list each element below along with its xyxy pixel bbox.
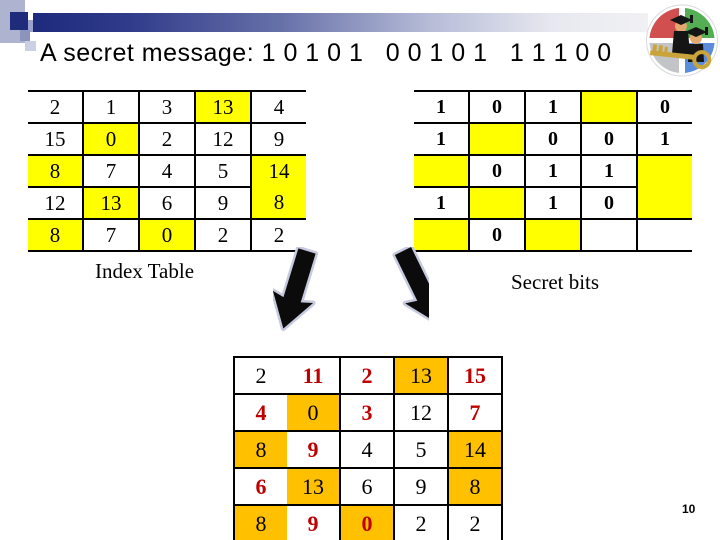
table-cell: 2 [250, 218, 306, 252]
table-cell: 0 [524, 122, 582, 156]
table-cell: 6 [233, 467, 287, 506]
table-cell: 0 [468, 154, 526, 188]
table-cell: 11 [287, 356, 341, 395]
down-right-arrow-icon [273, 247, 319, 331]
table-cell [636, 187, 692, 220]
table-cell: 9 [194, 186, 252, 220]
table-cell: 5 [194, 154, 252, 188]
table-cell: 7 [82, 218, 140, 252]
table-cell: 2 [339, 356, 395, 395]
table-cell [636, 218, 692, 252]
table-cell: 0 [580, 122, 638, 156]
table-cell: 0 [468, 218, 526, 252]
table-cell: 4 [138, 154, 196, 188]
table-cell: 9 [287, 430, 341, 469]
table-cell: 9 [393, 467, 449, 506]
key-icon [649, 44, 712, 70]
table-cell: 12 [28, 186, 84, 220]
table-cell: 0 [636, 90, 692, 124]
table-cell: 1 [524, 154, 582, 188]
table-cell: 4 [339, 430, 395, 469]
table-cell: 13 [393, 356, 449, 395]
table-cell: 2 [393, 504, 449, 540]
table-cell: 0 [339, 504, 395, 540]
table-cell: 2 [28, 90, 84, 124]
table-cell: 12 [194, 122, 252, 156]
table-cell: 9 [287, 504, 341, 540]
table-cell [468, 122, 526, 156]
table-cell: 4 [250, 90, 306, 124]
title-bar-decoration [33, 13, 648, 32]
table-cell: 1 [524, 186, 582, 220]
table-cell: 8 [250, 187, 306, 220]
table-cell: 7 [82, 154, 140, 188]
table-cell [580, 90, 638, 124]
table-cell: 0 [580, 186, 638, 220]
table-cell: 1 [524, 90, 582, 124]
table-cell: 1 [82, 90, 140, 124]
table-cell [468, 186, 526, 220]
table-cell: 2 [233, 356, 287, 395]
table-cell: 1 [414, 122, 470, 156]
table-cell: 0 [82, 122, 140, 156]
table-cell: 3 [339, 393, 395, 432]
table-cell: 14 [250, 154, 306, 187]
table-cell [414, 218, 470, 252]
table-cell: 15 [28, 122, 84, 156]
page-number: 10 [682, 502, 696, 516]
table-cell: 8 [28, 218, 84, 252]
corner-decoration-square [20, 30, 30, 41]
table-cell: 1 [414, 90, 470, 124]
graduation-key-logo [646, 4, 718, 77]
table-cell: 14 [447, 430, 503, 469]
table-cell [524, 218, 582, 252]
corner-decoration-square [25, 41, 36, 51]
slide-title: A secret message: 1 0 1 0 1 0 0 1 0 1 1 … [40, 39, 612, 67]
table-cell: 1 [414, 186, 470, 220]
table-cell: 0 [468, 90, 526, 124]
graduate-figure [670, 15, 693, 54]
table-cell: 6 [138, 186, 196, 220]
table-cell: 13 [287, 467, 341, 506]
down-arrows [273, 247, 429, 331]
table-cell: 15 [447, 356, 503, 395]
table-cell: 8 [233, 504, 287, 540]
table-cell: 12 [393, 393, 449, 432]
table-cell: 9 [250, 122, 306, 156]
table-cell: 1 [580, 154, 638, 188]
table-cell: 0 [138, 218, 196, 252]
table-cell: 1 [636, 122, 692, 156]
table-cell [414, 154, 470, 188]
table-cell: 5 [393, 430, 449, 469]
table-cell [580, 218, 638, 252]
graduate-figure [685, 27, 708, 62]
down-left-arrow-icon [392, 247, 429, 327]
table-cell: 3 [138, 90, 196, 124]
table-cell: 13 [82, 186, 140, 220]
table-cell: 7 [447, 393, 503, 432]
table-cell: 8 [447, 467, 503, 506]
table-cell: 2 [194, 218, 252, 252]
table-cell: 8 [233, 430, 287, 469]
table-cell: 4 [233, 393, 287, 432]
table-cell [636, 154, 692, 187]
table-cell: 0 [287, 393, 341, 432]
secret-bits-caption: Secret bits [511, 270, 600, 294]
table-cell: 6 [339, 467, 395, 506]
table-cell: 2 [447, 504, 503, 540]
table-cell: 13 [194, 90, 252, 124]
table-cell: 2 [138, 122, 196, 156]
corner-decoration-square [10, 12, 28, 30]
table-cell: 8 [28, 154, 84, 188]
index-table-caption: Index Table [95, 259, 195, 283]
